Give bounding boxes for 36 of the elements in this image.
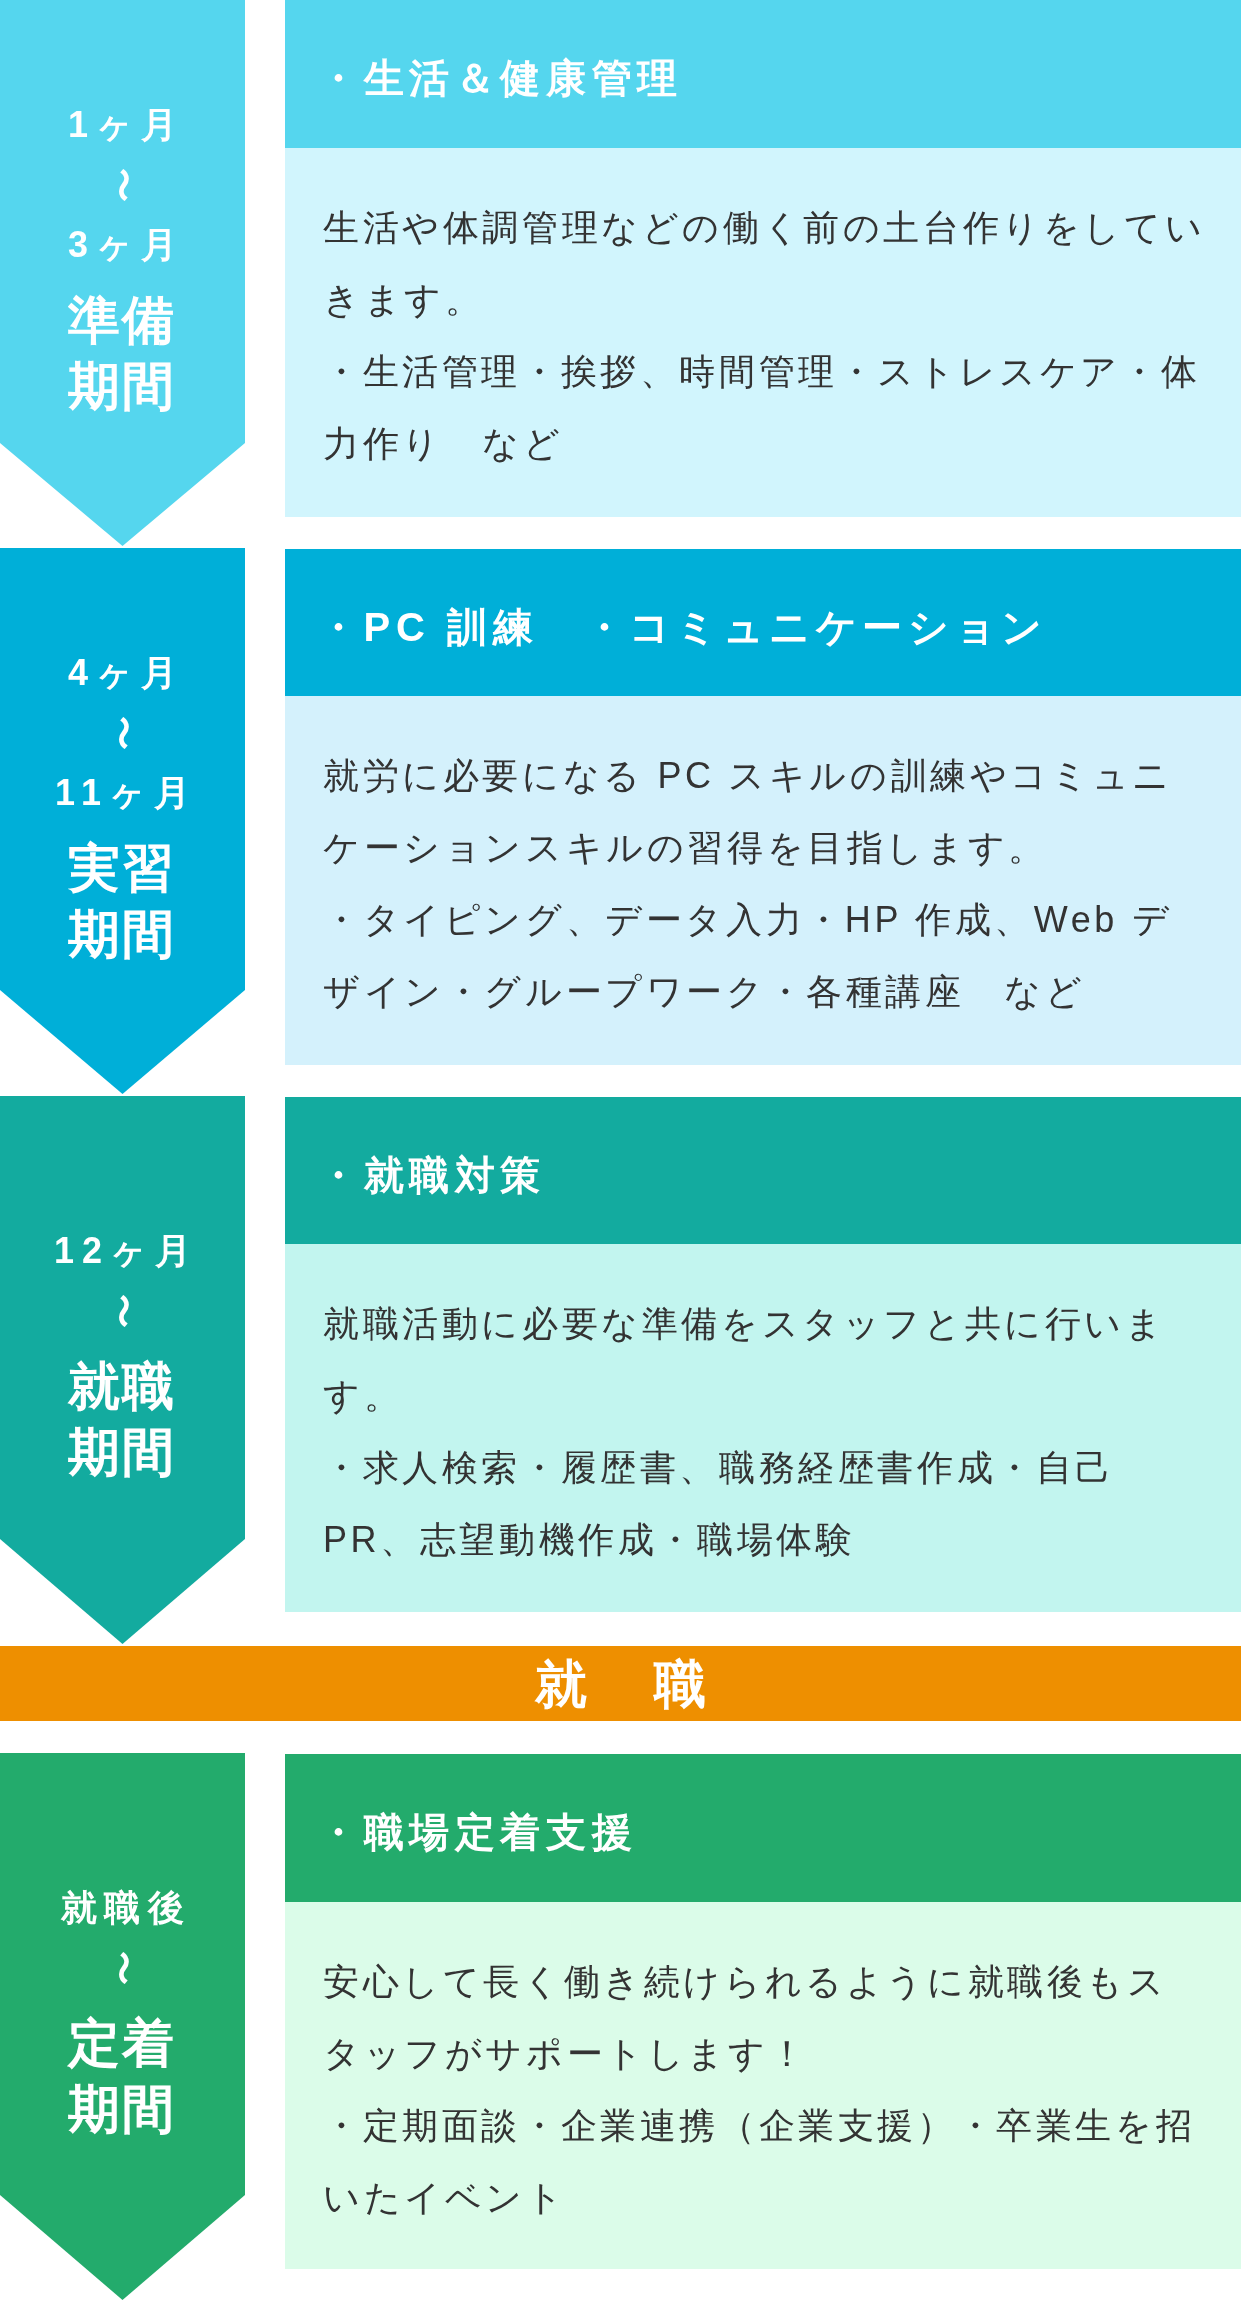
info-card — [285, 549, 1241, 1065]
phase-banner — [0, 548, 245, 1094]
range-tilde: 〜 — [105, 1951, 140, 1985]
duration-label: 1ヶ月 — [67, 103, 185, 147]
phase-title: 就職期間 — [66, 1356, 179, 1483]
range-tilde: 〜 — [105, 716, 140, 750]
phase-banner — [0, 0, 245, 546]
phase-title: 実習期間 — [66, 838, 179, 965]
item-list-text: ・タイピング、データ入力・HP 作成、Web デザイン・グループワーク・各種講座 など — [323, 898, 1174, 1014]
description-text: 就労に必要になる PC スキルの訓練やコミュニケーションスキルの習得を目指します。 — [323, 754, 1174, 870]
description-text: 就職活動に必要な準備をスタッフと共に行います。 — [323, 1302, 1167, 1418]
card-heading: ・就職対策 — [318, 1151, 546, 1199]
description-text: 生活や体調管理などの働く前の土台作りをしていきます。 — [323, 206, 1207, 322]
range-tilde: 〜 — [105, 1294, 140, 1328]
phase-title: 定着期間 — [66, 2013, 179, 2140]
duration-label: 11ヶ月 — [54, 771, 198, 815]
duration-label: 12ヶ月 — [53, 1229, 199, 1273]
phase-title: 準備期間 — [66, 290, 179, 417]
milestone-band — [0, 1646, 1241, 1721]
info-card — [285, 0, 1241, 517]
duration-label: 3ヶ月 — [67, 223, 185, 267]
card-heading: ・職場定着支援 — [318, 1809, 638, 1856]
duration-label: 4ヶ月 — [67, 651, 185, 695]
card-heading: ・生活＆健康管理 — [318, 55, 683, 102]
card-heading: ・PC 訓練 ・コミュニケーション — [318, 603, 1048, 651]
description-text: 安心して長く働き続けられるように就職後もスタッフがサポートします！ — [323, 1960, 1169, 2076]
phase-banner — [0, 1753, 245, 2300]
info-card — [285, 1754, 1241, 2269]
milestone-label: 就 職 — [533, 1653, 715, 1714]
duration-label: 就職後 — [59, 1886, 193, 1930]
item-list-text: ・生活管理・挨拶、時間管理・ストレスケア・体力作り など — [323, 350, 1202, 466]
item-list-text: ・求人検索・履歴書、職務経歴書作成・自己PR、志望動機作成・職場体験 — [323, 1446, 1116, 1562]
phase-banner — [0, 1096, 245, 1644]
info-card — [285, 1097, 1241, 1612]
item-list-text: ・定期面談・企業連携（企業支援）・卒業生を招いたイベント — [323, 2104, 1197, 2220]
range-tilde: 〜 — [105, 168, 140, 202]
